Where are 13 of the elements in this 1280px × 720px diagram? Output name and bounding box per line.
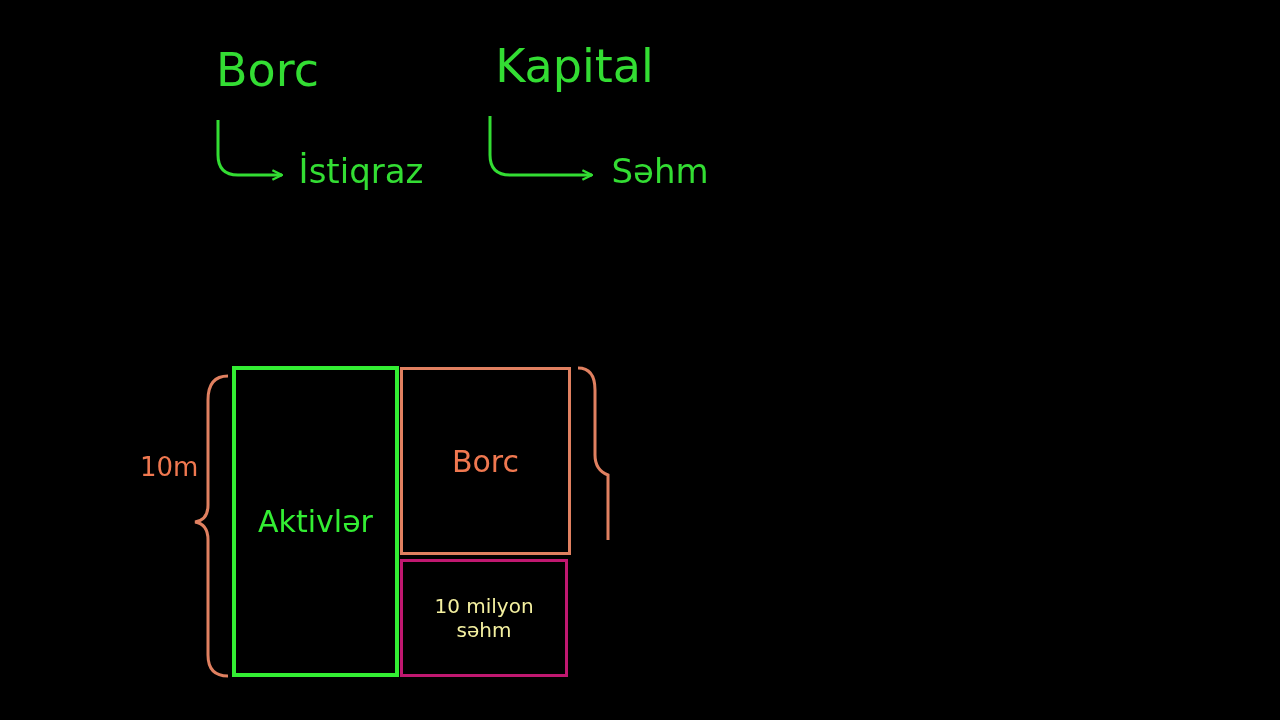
term-text: Səhm [596, 148, 724, 194]
debt-box [400, 367, 571, 555]
term-text: İstiqraz [286, 148, 436, 194]
hook-arrow [216, 120, 284, 181]
equity-box [400, 559, 568, 677]
box-label: Borc [451, 443, 520, 479]
heading-text: Kapital [472, 36, 677, 96]
heading-text: Borc [200, 40, 335, 100]
asset-box [232, 366, 399, 677]
box-label: Aktivlər [258, 504, 373, 539]
hook-arrow [488, 116, 594, 181]
dimension-label: 10m [140, 452, 199, 482]
box-label: 10 milyon səhm [433, 594, 535, 642]
